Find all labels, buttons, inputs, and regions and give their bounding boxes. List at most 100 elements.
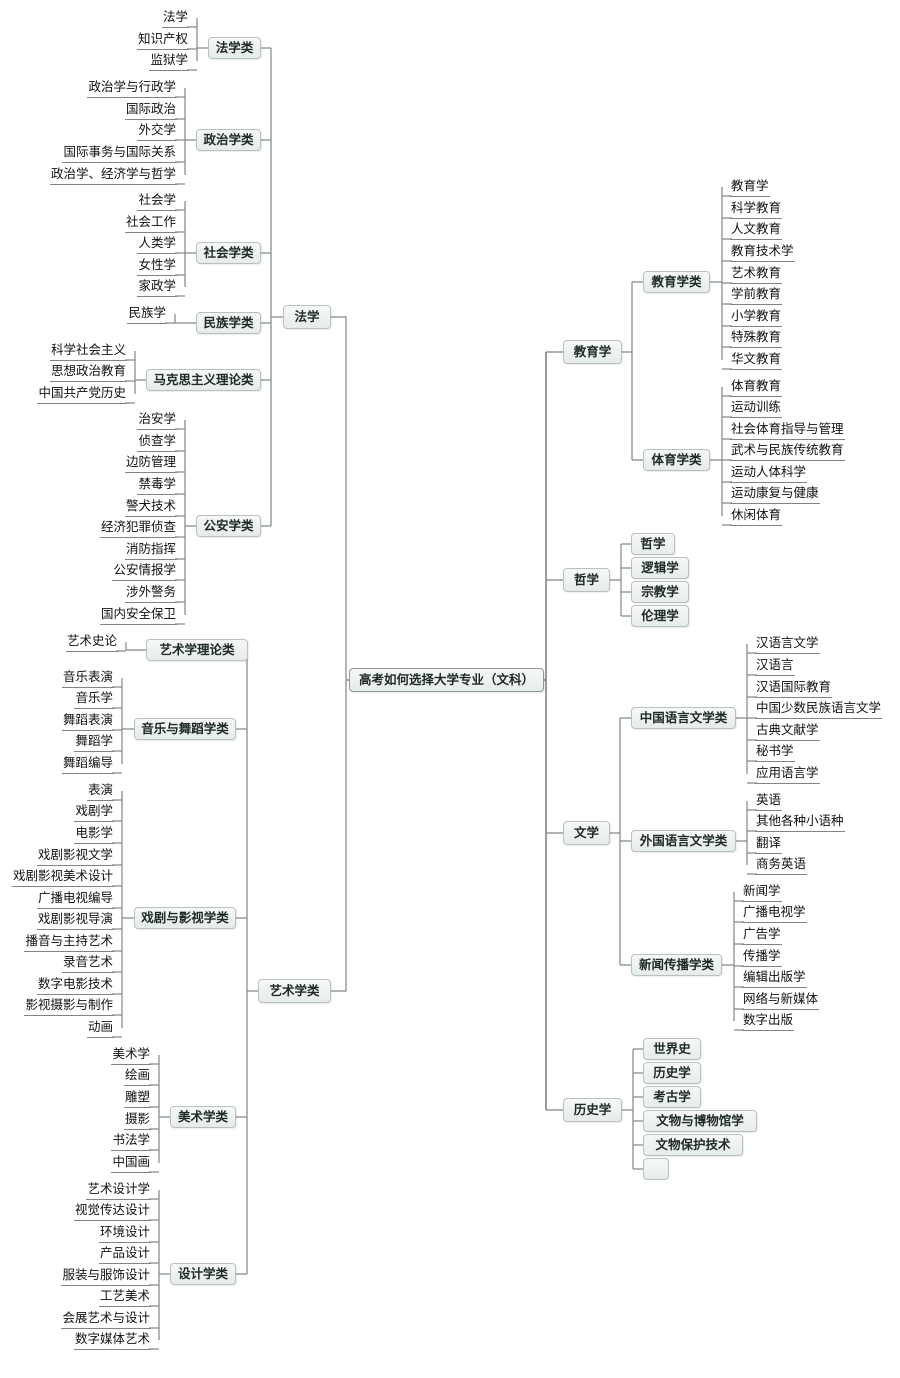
subject-topic[interactable]: 历史学 bbox=[643, 1062, 701, 1084]
major-item: 人文教育 bbox=[730, 220, 783, 240]
major-item: 涉外警务 bbox=[124, 583, 177, 603]
major-item: 学前教育 bbox=[730, 285, 783, 305]
category-topic[interactable]: 民族学类 bbox=[196, 312, 261, 334]
major-item: 秘书学 bbox=[755, 742, 795, 762]
subject-topic[interactable]: 伦理学 bbox=[631, 605, 689, 627]
first-level-topic[interactable]: 艺术学类 bbox=[258, 979, 331, 1003]
category-topic[interactable]: 艺术学理论类 bbox=[146, 639, 248, 661]
major-item: 播音与主持艺术 bbox=[24, 932, 114, 952]
first-level-topic[interactable]: 教育学 bbox=[563, 340, 622, 364]
subject-topic[interactable]: 文物与博物馆学 bbox=[643, 1110, 757, 1132]
major-item: 警犬技术 bbox=[124, 497, 177, 517]
category-topic[interactable]: 新闻传播学类 bbox=[631, 954, 722, 976]
subject-topic[interactable]: 哲学 bbox=[631, 533, 675, 555]
major-item: 戏剧学 bbox=[74, 802, 114, 822]
major-item: 环境设计 bbox=[98, 1223, 151, 1243]
major-item: 教育技术学 bbox=[730, 242, 795, 262]
major-item: 绘画 bbox=[123, 1066, 151, 1086]
category-topic[interactable]: 美术学类 bbox=[170, 1106, 236, 1128]
major-item: 国际事务与国际关系 bbox=[62, 143, 177, 163]
category-topic[interactable]: 体育学类 bbox=[643, 449, 710, 471]
category-topic[interactable]: 音乐与舞蹈学类 bbox=[134, 718, 236, 740]
major-item: 广播电视编导 bbox=[36, 889, 114, 909]
major-item: 汉语言 bbox=[755, 656, 795, 676]
major-item: 戏剧影视导演 bbox=[36, 910, 114, 930]
major-item: 工艺美术 bbox=[98, 1287, 151, 1307]
category-topic[interactable]: 教育学类 bbox=[643, 271, 710, 293]
subject-topic[interactable]: 文物保护技术 bbox=[643, 1134, 743, 1156]
major-item: 新闻学 bbox=[742, 882, 782, 902]
major-item: 小学教育 bbox=[730, 307, 783, 327]
major-item: 民族学 bbox=[127, 304, 167, 324]
first-level-topic[interactable]: 哲学 bbox=[563, 568, 610, 592]
major-item: 传播学 bbox=[742, 947, 782, 967]
major-item: 运动训练 bbox=[730, 398, 783, 418]
major-item: 知识产权 bbox=[136, 30, 189, 50]
major-item: 产品设计 bbox=[98, 1244, 151, 1264]
subject-topic[interactable]: 考古学 bbox=[643, 1086, 701, 1108]
major-item: 政治学、经济学与哲学 bbox=[49, 165, 177, 185]
major-item: 动画 bbox=[86, 1018, 114, 1038]
category-topic[interactable]: 外国语言文学类 bbox=[631, 830, 736, 852]
major-item: 艺术史论 bbox=[65, 632, 118, 652]
category-topic[interactable]: 政治学类 bbox=[196, 129, 261, 151]
major-item: 服装与服饰设计 bbox=[61, 1266, 151, 1286]
category-topic[interactable]: 马克思主义理论类 bbox=[146, 369, 261, 391]
major-item: 舞蹈学 bbox=[74, 732, 114, 752]
major-item: 其他各种小语种 bbox=[755, 812, 845, 832]
category-topic[interactable]: 公安学类 bbox=[196, 515, 261, 537]
category-topic[interactable]: 法学类 bbox=[208, 37, 261, 59]
major-item: 舞蹈编导 bbox=[61, 754, 114, 774]
major-item: 数字媒体艺术 bbox=[73, 1330, 151, 1350]
category-topic[interactable]: 戏剧与影视学类 bbox=[134, 907, 236, 929]
category-topic[interactable]: 社会学类 bbox=[196, 242, 261, 264]
major-item: 舞蹈表演 bbox=[61, 711, 114, 731]
root-topic[interactable]: 高考如何选择大学专业（文科） bbox=[349, 668, 544, 692]
major-item: 社会工作 bbox=[124, 213, 177, 233]
major-item: 网络与新媒体 bbox=[742, 990, 820, 1010]
major-item: 古典文献学 bbox=[755, 721, 820, 741]
major-item: 华文教育 bbox=[730, 350, 783, 370]
major-item: 社会体育指导与管理 bbox=[730, 420, 845, 440]
major-item: 法学 bbox=[161, 8, 189, 28]
major-item: 雕塑 bbox=[123, 1088, 151, 1108]
major-item: 特殊教育 bbox=[730, 328, 783, 348]
category-topic[interactable]: 设计学类 bbox=[170, 1263, 236, 1285]
major-item: 戏剧影视美术设计 bbox=[11, 867, 114, 887]
major-item: 社会学 bbox=[137, 191, 177, 211]
subject-topic[interactable]: 世界史 bbox=[643, 1038, 701, 1060]
first-level-topic[interactable]: 历史学 bbox=[563, 1098, 622, 1122]
major-item: 公安情报学 bbox=[112, 561, 177, 581]
empty-topic[interactable] bbox=[643, 1158, 669, 1180]
major-item: 侦查学 bbox=[137, 432, 177, 452]
first-level-topic[interactable]: 文学 bbox=[563, 821, 610, 845]
major-item: 视觉传达设计 bbox=[73, 1201, 151, 1221]
major-item: 消防指挥 bbox=[124, 540, 177, 560]
major-item: 音乐表演 bbox=[61, 668, 114, 688]
major-item: 英语 bbox=[755, 791, 783, 811]
major-item: 治安学 bbox=[137, 410, 177, 430]
major-item: 编辑出版学 bbox=[742, 968, 807, 988]
subject-topic[interactable]: 逻辑学 bbox=[631, 557, 689, 579]
major-item: 美术学 bbox=[111, 1045, 151, 1065]
major-item: 科学教育 bbox=[730, 199, 783, 219]
major-item: 录音艺术 bbox=[61, 953, 114, 973]
subject-topic[interactable]: 宗教学 bbox=[631, 581, 689, 603]
major-item: 广播电视学 bbox=[742, 903, 807, 923]
major-item: 外交学 bbox=[137, 121, 177, 141]
major-item: 汉语言文学 bbox=[755, 634, 820, 654]
major-item: 中国少数民族语言文学 bbox=[755, 699, 883, 719]
category-topic[interactable]: 中国语言文学类 bbox=[631, 707, 736, 729]
major-item: 人类学 bbox=[137, 234, 177, 254]
major-item: 电影学 bbox=[74, 824, 114, 844]
major-item: 国际政治 bbox=[124, 100, 177, 120]
major-item: 表演 bbox=[86, 781, 114, 801]
major-item: 家政学 bbox=[137, 277, 177, 297]
major-item: 武术与民族传统教育 bbox=[730, 441, 845, 461]
major-item: 音乐学 bbox=[74, 689, 114, 709]
major-item: 教育学 bbox=[730, 177, 770, 197]
major-item: 商务英语 bbox=[755, 855, 808, 875]
major-item: 戏剧影视文学 bbox=[36, 846, 114, 866]
first-level-topic[interactable]: 法学 bbox=[283, 305, 331, 329]
major-item: 书法学 bbox=[111, 1131, 151, 1151]
